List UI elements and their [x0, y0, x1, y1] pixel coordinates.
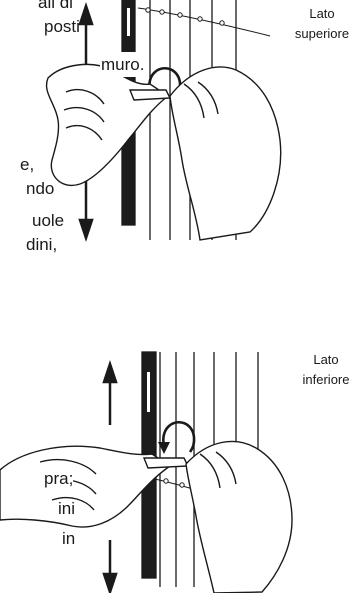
body-text-line: dini,: [26, 235, 58, 254]
side-label-bottom: Lato inferiore: [296, 352, 356, 388]
cord-top: [137, 7, 271, 37]
side-label-top-line2: superiore: [294, 26, 350, 41]
side-label-bottom-line1: Lato: [313, 352, 339, 367]
hands-top: [45, 63, 282, 241]
body-text-line: in: [62, 529, 76, 548]
body-text-line: ini: [58, 499, 76, 518]
hands-bottom: [0, 440, 293, 593]
body-text-line: posti: [44, 17, 80, 36]
body-text-line: muro.: [100, 52, 146, 77]
body-text-line: e,: [20, 155, 35, 174]
body-text-line: ndo: [26, 179, 55, 198]
side-label-top-line1: Lato: [309, 6, 335, 21]
double-arrow-icon: [102, 360, 118, 593]
double-arrow-icon: [78, 2, 94, 242]
side-label-bottom-line2: inferiore: [302, 372, 350, 387]
rotate-arrow-icon: [158, 421, 196, 454]
body-text-line: ali di: [38, 0, 73, 12]
body-text-line: uole: [32, 211, 65, 230]
side-label-top: Lato superiore: [292, 6, 352, 42]
body-text-line: pra;: [44, 466, 74, 491]
